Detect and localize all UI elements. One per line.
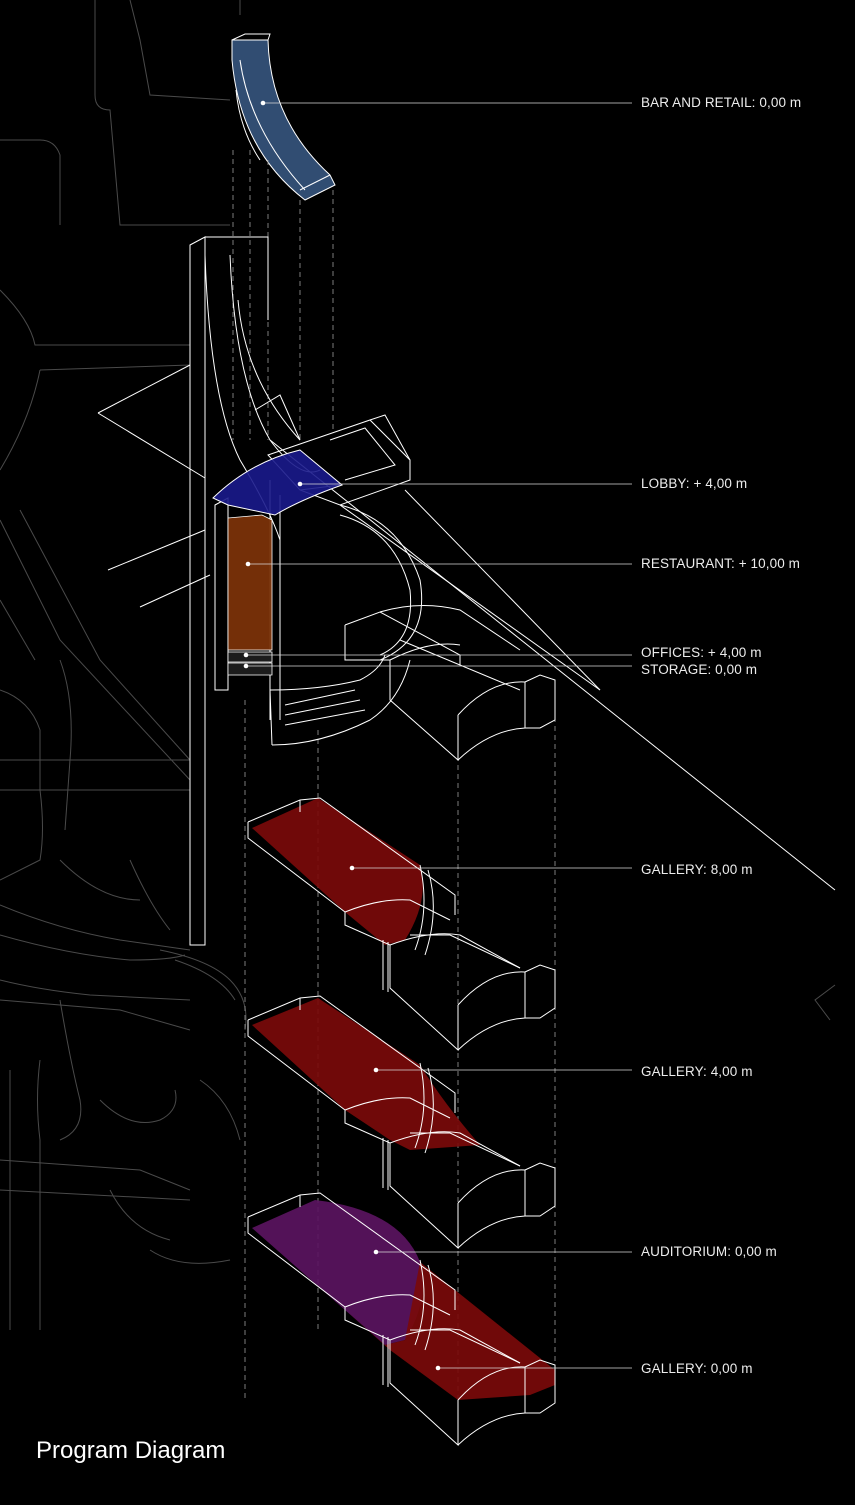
label-offices: OFFICES: + 4,00 m: [641, 645, 762, 660]
lobby-volume: [212, 449, 343, 516]
offices-volume: [227, 651, 273, 663]
projection-lines: [232, 150, 556, 1400]
label-gallery-0: GALLERY: 0,00 m: [641, 1361, 753, 1376]
leader-lines: [246, 102, 632, 1369]
gallery-4-level: [247, 995, 556, 1249]
storage-volume: [227, 662, 273, 676]
label-storage: STORAGE: 0,00 m: [641, 662, 758, 677]
gallery-8-level: [247, 797, 556, 1051]
main-level-linework: [97, 236, 836, 946]
restaurant-volume: [227, 514, 273, 651]
auditorium-level: [252, 1200, 423, 1345]
site-map-lines: [0, 0, 836, 1330]
diagram-title: Program Diagram: [36, 1437, 226, 1464]
label-lobby: LOBBY: + 4,00 m: [641, 476, 748, 491]
label-gallery-8: GALLERY: 8,00 m: [641, 862, 753, 877]
leader-dots: [243, 100, 441, 1371]
label-auditorium: AUDITORIUM: 0,00 m: [641, 1244, 777, 1259]
gallery-0-level: [247, 1192, 556, 1446]
label-bar-and-retail: BAR AND RETAIL: 0,00 m: [641, 95, 802, 110]
label-gallery-4: GALLERY: 4,00 m: [641, 1064, 753, 1079]
label-restaurant: RESTAURANT: + 10,00 m: [641, 556, 801, 571]
bar-and-retail-volume: [231, 33, 336, 201]
